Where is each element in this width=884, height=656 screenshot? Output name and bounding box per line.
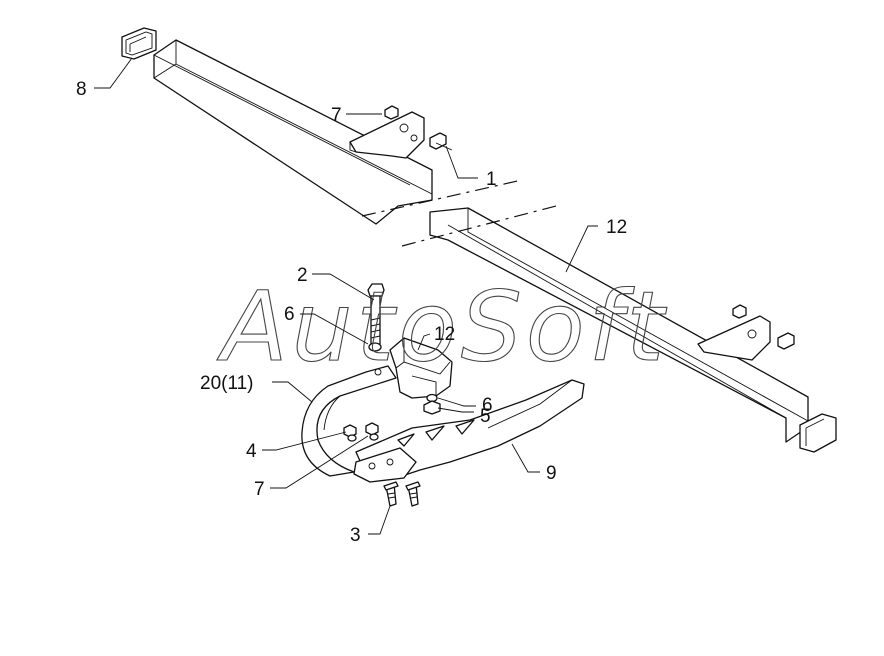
callout-3: 3: [350, 525, 361, 546]
section-break-line: [361, 179, 523, 217]
nut-upper: [384, 105, 399, 120]
nut-small-a: [343, 424, 357, 438]
end-cap-lower: [799, 413, 837, 453]
bracket-lower: [697, 304, 795, 361]
bolt-upper: [429, 132, 447, 150]
sweep-share: [343, 379, 585, 483]
bolt-lower: [777, 332, 795, 350]
callout-20-11: 20(11): [200, 373, 254, 394]
callout-8: 8: [76, 79, 87, 100]
callout-7-lower: 7: [254, 479, 265, 500]
nut-small-b: [365, 422, 379, 436]
callout-6-lower: 6: [482, 395, 493, 416]
nut-clamp: [423, 400, 441, 415]
end-cap-upper: [121, 27, 157, 60]
long-bolt: [367, 283, 385, 352]
callout-5: 5: [480, 406, 491, 427]
callout-1: 1: [486, 169, 497, 190]
callout-7-upper: 7: [331, 105, 342, 126]
watermark-text: AutoSoft: [216, 271, 668, 383]
leader-lines: [94, 57, 598, 535]
callout-9: 9: [546, 463, 557, 484]
callout-labels: 8 7 1 12 2 6 12 20(11) 6 5 4 9 7 3: [76, 79, 627, 546]
nut-lower: [732, 304, 747, 319]
plough-bolts: [383, 481, 421, 507]
frame-beam: [121, 27, 837, 453]
callout-6-upper: 6: [284, 304, 295, 325]
callout-12-beam: 12: [606, 217, 627, 238]
callout-2: 2: [297, 265, 308, 286]
callout-4: 4: [246, 441, 257, 462]
callout-12-clamp: 12: [434, 324, 455, 345]
bracket-upper: [349, 105, 453, 159]
washer-bolt: [368, 342, 382, 352]
